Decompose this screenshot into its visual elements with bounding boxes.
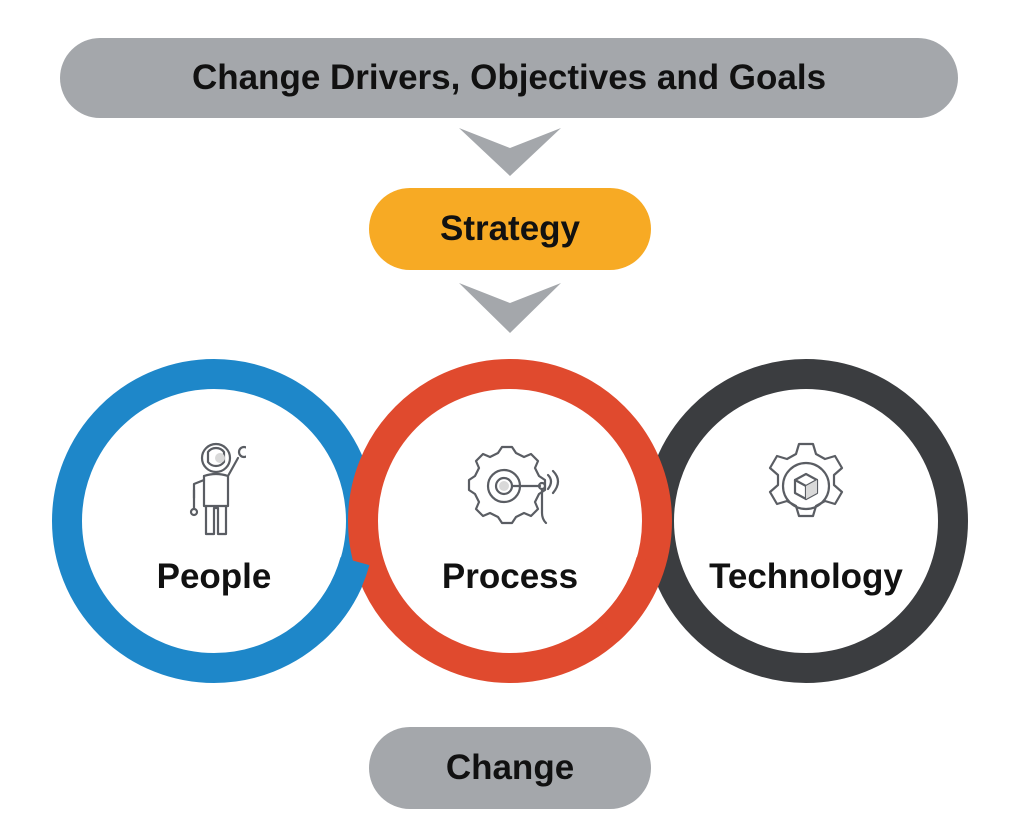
strategy-label: Strategy	[439, 209, 581, 248]
change-pill: Change	[369, 727, 651, 809]
process-gear-icon	[467, 445, 560, 525]
process-ring	[348, 359, 672, 683]
process-label: Process	[441, 557, 579, 596]
tech-gear-cube-icon	[768, 442, 844, 518]
process-ring-overlap	[598, 556, 666, 642]
change-drivers-label: Change Drivers, Objectives and Goals	[191, 58, 827, 97]
change-drivers-banner: Change Drivers, Objectives and Goals	[60, 38, 958, 118]
technology-label: Technology	[709, 557, 903, 596]
astronaut-icon	[189, 442, 246, 536]
down-arrow-icon	[459, 128, 561, 176]
people-label: People	[156, 557, 272, 596]
down-arrow-icon	[459, 283, 561, 333]
strategy-pill: Strategy	[369, 188, 651, 270]
people-ring-overlap	[302, 556, 370, 642]
change-label: Change	[445, 748, 575, 787]
